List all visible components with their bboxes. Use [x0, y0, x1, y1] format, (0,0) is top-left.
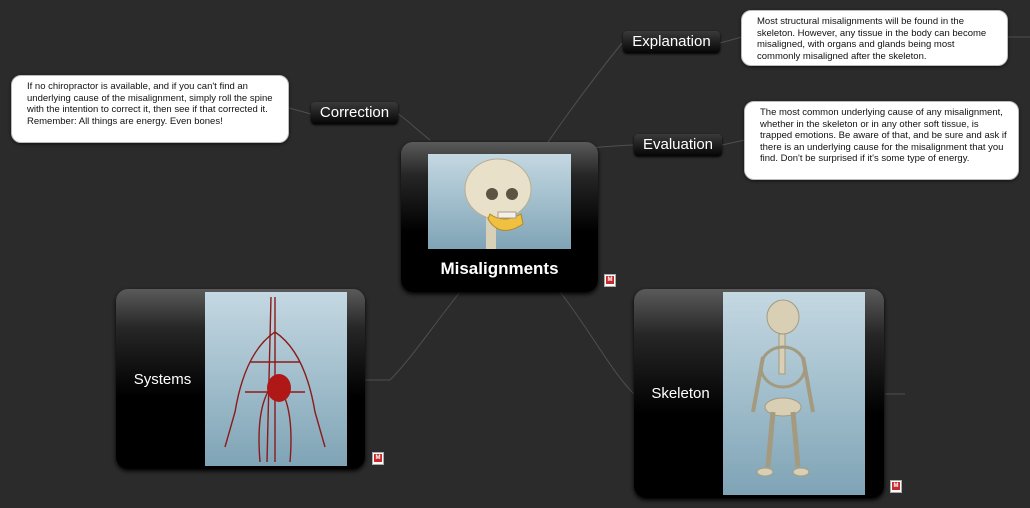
systems-node[interactable]: Systems [116, 289, 365, 469]
note-correction: If no chiropractor is available, and if … [11, 75, 289, 143]
note-explanation: Most structural misalignments will be fo… [741, 10, 1008, 66]
skull-image [428, 154, 571, 249]
skeleton-image [723, 292, 865, 495]
note-evaluation: The most common underlying cause of any … [744, 101, 1019, 180]
central-node[interactable]: Misalignments [401, 142, 598, 292]
topic-explanation[interactable]: Explanation [623, 31, 720, 53]
circulatory-system-image [205, 292, 347, 466]
systems-node-label: Systems [133, 371, 192, 388]
central-node-label: Misalignments [440, 259, 559, 278]
skeleton-node[interactable]: Skeleton [634, 289, 884, 498]
skeleton-node-label: Skeleton [651, 385, 710, 402]
attachment-icon[interactable]: M [890, 480, 902, 493]
attachment-icon[interactable]: M [372, 452, 384, 465]
topic-evaluation[interactable]: Evaluation [634, 134, 722, 156]
attachment-icon[interactable]: M [604, 274, 616, 287]
topic-correction[interactable]: Correction [311, 102, 398, 124]
